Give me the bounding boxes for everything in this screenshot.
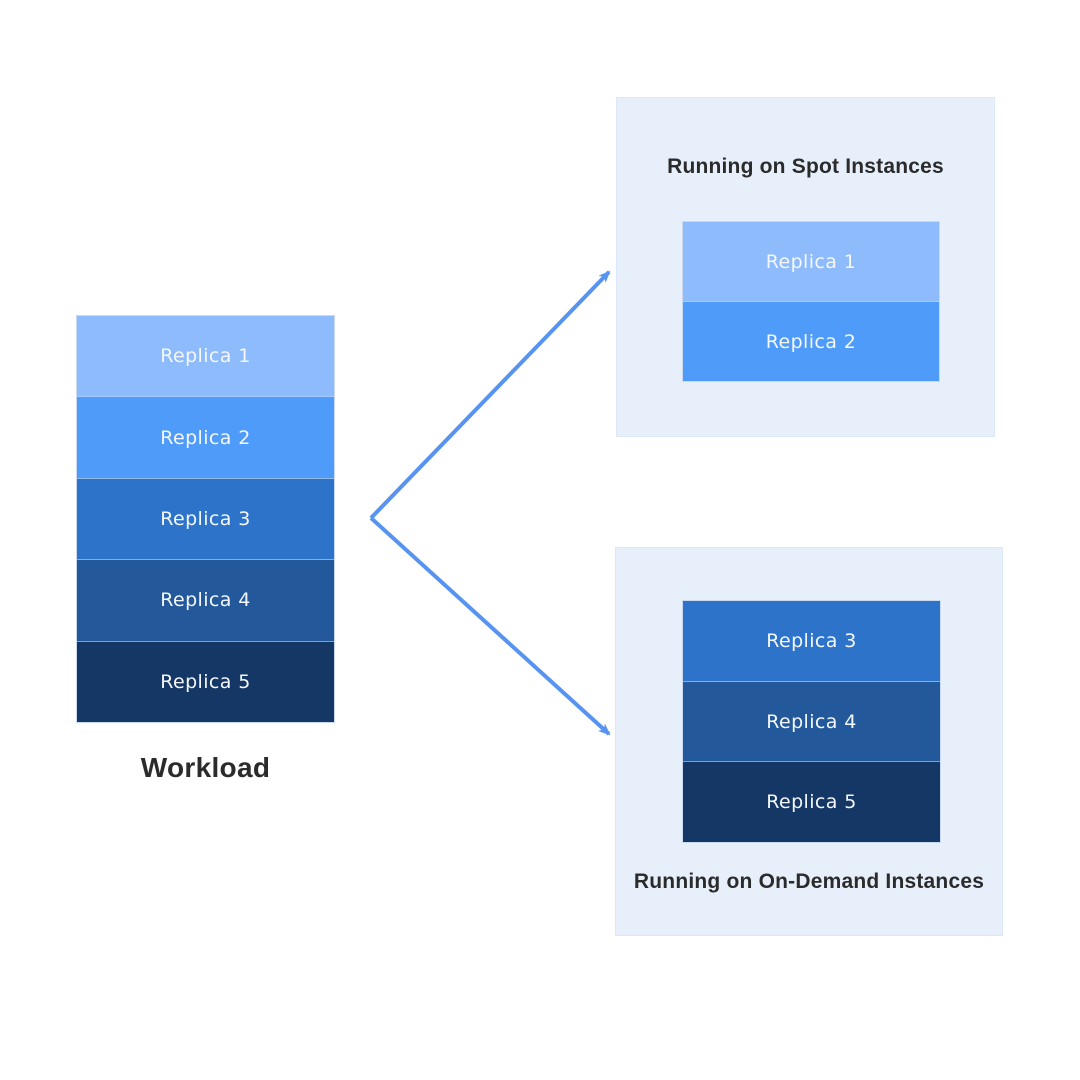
workload-stack: Replica 1 Replica 2 Replica 3 Replica 4 Repl… [76, 315, 335, 723]
replica-label: Replica 3 [160, 508, 251, 531]
spot-panel-title: Running on Spot Instances [667, 155, 944, 178]
replica-label: Replica 2 [765, 330, 857, 353]
ondemand-instances-panel: Replica 3 Replica 4 Replica 5 Running on O… [615, 547, 1003, 936]
replica-bar: Replica 3 [683, 601, 940, 681]
replica-bar: Replica 3 [77, 477, 334, 560]
replica-bar: Replica 4 [683, 680, 940, 762]
replica-bar: Replica 1 [683, 222, 939, 301]
arrow-to-spot [369, 270, 611, 520]
replica-label: Replica 5 [766, 791, 857, 814]
replica-label: Replica 3 [766, 629, 857, 652]
arrow-to-ondemand [369, 516, 611, 736]
ondemand-panel-title: Running on On-Demand Instances [633, 870, 985, 893]
replica-label: Replica 5 [160, 670, 251, 693]
spot-replica-stack: Replica 1 Replica 2 [682, 221, 940, 382]
replica-bar: Replica 1 [77, 316, 334, 397]
ondemand-replica-stack: Replica 3 Replica 4 Replica 5 [682, 600, 941, 843]
replica-bar: Replica 4 [77, 559, 334, 641]
replica-bar: Replica 2 [77, 396, 334, 478]
replica-label: Replica 4 [160, 589, 251, 612]
replica-label: Replica 4 [766, 710, 857, 733]
replica-label: Replica 1 [160, 345, 251, 368]
replica-bar: Replica 2 [683, 301, 939, 381]
replica-bar: Replica 5 [683, 761, 940, 843]
workload-label: Workload [140, 752, 271, 783]
replica-label: Replica 1 [765, 250, 857, 273]
replica-label: Replica 2 [160, 426, 251, 449]
replica-bar: Replica 5 [77, 640, 334, 723]
